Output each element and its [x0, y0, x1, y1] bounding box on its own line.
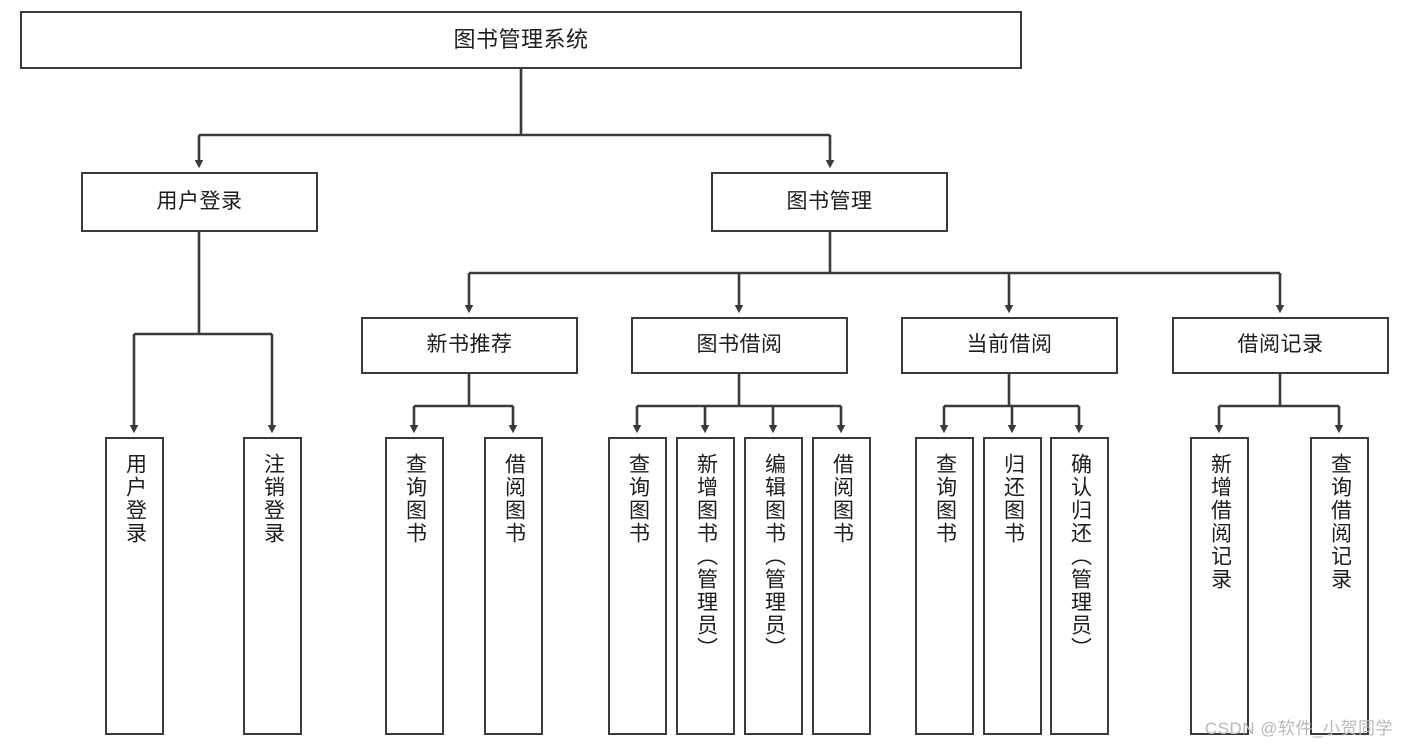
- node-label: 借阅图书: [830, 453, 854, 545]
- leaf-query-book-newbook[interactable]: 查询图书: [385, 437, 444, 735]
- node-label: 新增图书（管理员）: [694, 453, 718, 660]
- node-label: 图书管理系统: [453, 27, 589, 53]
- node-label: 借阅记录: [1237, 333, 1324, 357]
- node-root-system[interactable]: 图书管理系统: [20, 11, 1022, 69]
- node-borrow-record[interactable]: 借阅记录: [1172, 317, 1389, 374]
- node-book-management[interactable]: 图书管理: [711, 172, 948, 232]
- node-label: 图书管理: [786, 189, 873, 213]
- leaf-return-book[interactable]: 归还图书: [983, 437, 1042, 735]
- leaf-edit-book-admin[interactable]: 编辑图书（管理员）: [744, 437, 803, 735]
- node-label: 归还图书: [1001, 453, 1025, 545]
- node-user-login[interactable]: 用户登录: [81, 172, 318, 232]
- node-label: 当前借阅: [966, 333, 1053, 357]
- leaf-add-borrow-record[interactable]: 新增借阅记录: [1190, 437, 1249, 735]
- node-label: 查询图书: [626, 453, 650, 545]
- node-label: 确认归还（管理员）: [1068, 453, 1092, 660]
- leaf-query-borrow-record[interactable]: 查询借阅记录: [1310, 437, 1369, 735]
- node-label: 图书借阅: [696, 333, 783, 357]
- leaf-query-book-borrow[interactable]: 查询图书: [608, 437, 667, 735]
- node-current-borrow[interactable]: 当前借阅: [901, 317, 1118, 374]
- leaf-borrow-book-newbook[interactable]: 借阅图书: [484, 437, 543, 735]
- node-label: 编辑图书（管理员）: [762, 453, 786, 660]
- node-label: 注销登录: [261, 453, 285, 545]
- node-label: 新增借阅记录: [1208, 453, 1232, 591]
- node-book-borrow[interactable]: 图书借阅: [631, 317, 848, 374]
- leaf-borrow-book[interactable]: 借阅图书: [812, 437, 871, 735]
- leaf-query-book-current[interactable]: 查询图书: [915, 437, 974, 735]
- node-label: 用户登录: [156, 189, 243, 213]
- leaf-logout[interactable]: 注销登录: [243, 437, 302, 735]
- node-label: 新书推荐: [426, 333, 513, 357]
- node-label: 查询图书: [933, 453, 957, 545]
- leaf-user-login[interactable]: 用户登录: [105, 437, 164, 735]
- leaf-add-book-admin[interactable]: 新增图书（管理员）: [676, 437, 735, 735]
- node-new-book-recommend[interactable]: 新书推荐: [361, 317, 578, 374]
- node-label: 查询图书: [403, 453, 427, 545]
- node-label: 借阅图书: [502, 453, 526, 545]
- node-label: 用户登录: [123, 453, 147, 545]
- leaf-confirm-return-admin[interactable]: 确认归还（管理员）: [1050, 437, 1109, 735]
- node-label: 查询借阅记录: [1328, 453, 1352, 591]
- watermark-text: CSDN @软件_小贺同学: [1204, 719, 1393, 738]
